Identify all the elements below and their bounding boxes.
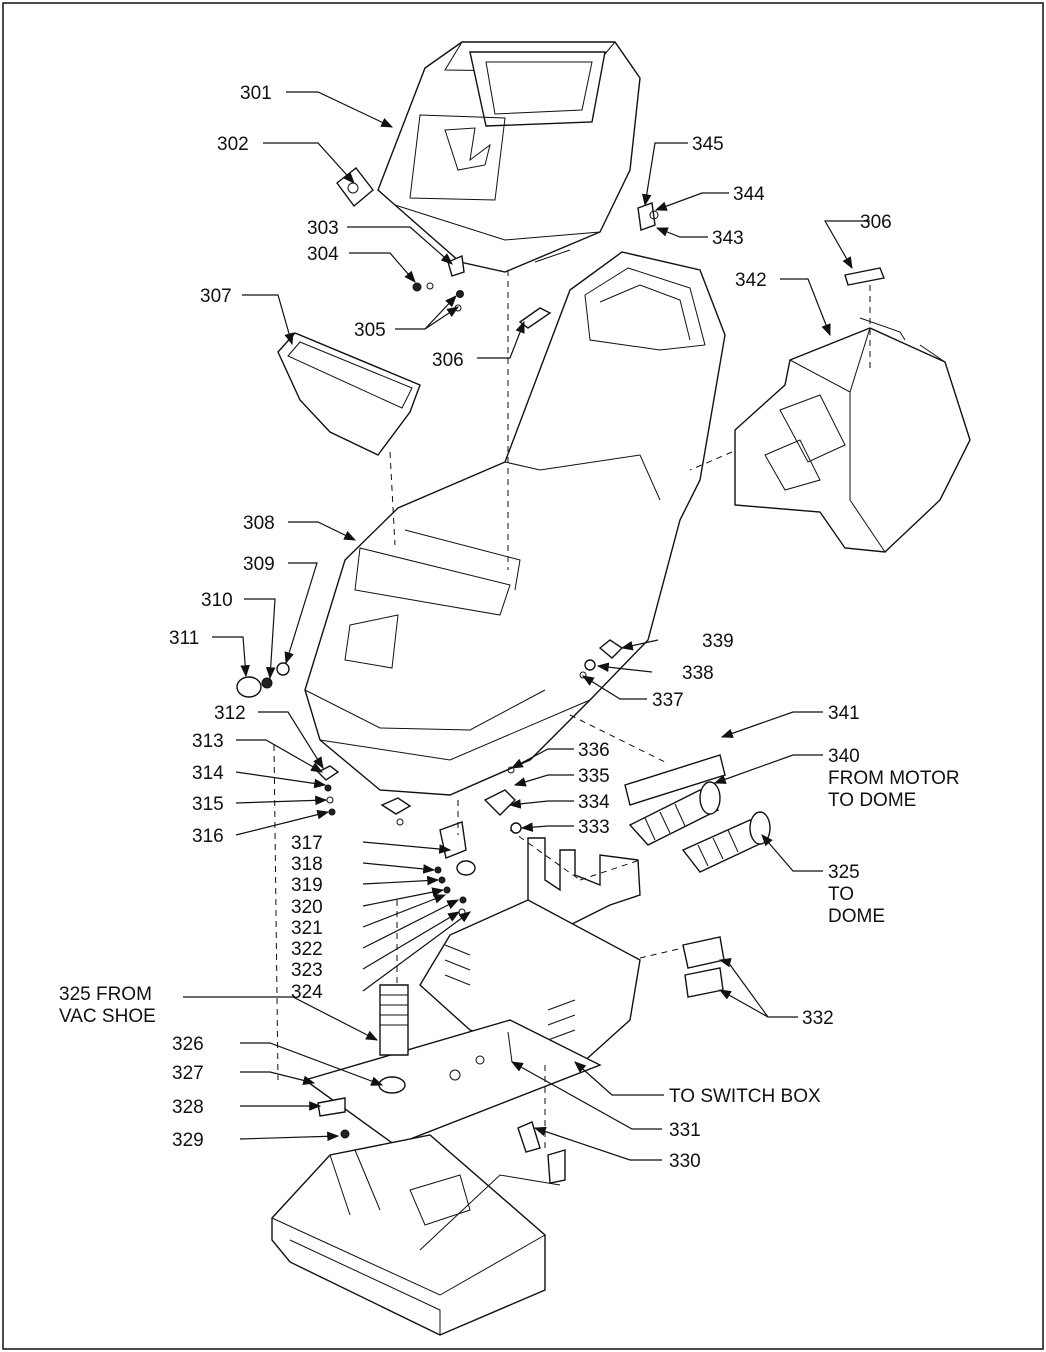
part-312-316-hardware: [316, 765, 412, 826]
label-343: 343: [712, 228, 744, 249]
part-chassis-frame: [303, 837, 641, 1146]
label-320: 320: [291, 897, 323, 918]
label-332: 332: [802, 1008, 834, 1029]
label-325-from: 325 FROM: [59, 984, 152, 1005]
part-306-pad-b: [844, 267, 885, 286]
label-306-b: 306: [860, 212, 892, 233]
label-334: 334: [578, 792, 610, 813]
label-325-dome: DOME: [828, 906, 885, 927]
label-335: 335: [578, 766, 610, 787]
label-312: 312: [214, 703, 246, 724]
label-314: 314: [192, 763, 224, 784]
label-328: 328: [172, 1097, 204, 1118]
label-317: 317: [291, 833, 323, 854]
label-333: 333: [578, 817, 610, 838]
label-340: 340: [828, 746, 860, 767]
part-326-clamp: [378, 984, 409, 1094]
label-316: 316: [192, 826, 224, 847]
assembly-center-lines: [273, 270, 871, 1150]
label-340-to-dome: TO DOME: [828, 790, 916, 811]
label-324: 324: [291, 982, 323, 1003]
label-318: 318: [291, 854, 323, 875]
label-319: 319: [291, 875, 323, 896]
label-306-a: 306: [432, 350, 464, 371]
label-341: 341: [828, 703, 860, 724]
label-330: 330: [669, 1151, 701, 1172]
part-303-305-hardware: [412, 254, 465, 312]
label-301: 301: [240, 83, 272, 104]
part-306-pad-a: [518, 307, 552, 329]
label-302: 302: [217, 134, 249, 155]
part-327-330-hardware: [317, 1097, 566, 1184]
label-303: 303: [307, 218, 339, 239]
label-309: 309: [243, 554, 275, 575]
label-331: 331: [669, 1120, 701, 1141]
part-307-tray: [277, 332, 421, 456]
label-310: 310: [201, 590, 233, 611]
part-340-hose: [628, 781, 721, 846]
label-339: 339: [702, 631, 734, 652]
label-304: 304: [307, 244, 339, 265]
label-305: 305: [354, 320, 386, 341]
label-322: 322: [291, 939, 323, 960]
label-323: 323: [291, 960, 323, 981]
label-327: 327: [172, 1063, 204, 1084]
leader-lines: [183, 91, 870, 1161]
label-307: 307: [200, 286, 232, 307]
callout-labels: 301 302 303 304 307 305 306 308 309 310 …: [59, 83, 960, 1172]
label-315: 315: [192, 794, 224, 815]
part-342-rear-housing: [734, 317, 971, 553]
part-331-rod: [507, 1031, 513, 1063]
label-340-from-motor: FROM MOTOR: [828, 768, 960, 789]
part-309-311-knob: [236, 662, 290, 698]
label-313: 313: [192, 731, 224, 752]
part-vac-shoe: [271, 1134, 561, 1336]
label-337: 337: [652, 690, 684, 711]
label-325-to: TO: [828, 884, 854, 905]
label-to-switch-box: TO SWITCH BOX: [669, 1086, 821, 1107]
label-338: 338: [682, 663, 714, 684]
label-342: 342: [735, 270, 767, 291]
label-325-vac-shoe: VAC SHOE: [59, 1006, 156, 1027]
label-326: 326: [172, 1034, 204, 1055]
part-332-decal-a: [682, 936, 725, 969]
label-329: 329: [172, 1130, 204, 1151]
label-308: 308: [243, 513, 275, 534]
label-345: 345: [692, 134, 724, 155]
part-301-top-housing: [377, 41, 641, 273]
label-336: 336: [578, 740, 610, 761]
label-321: 321: [291, 918, 323, 939]
part-343-345-bracket: [637, 202, 659, 231]
part-308-main-body: [304, 251, 726, 796]
part-302-decal: [336, 167, 374, 208]
part-332-decal-b: [684, 967, 724, 998]
label-344: 344: [733, 184, 765, 205]
label-325-b: 325: [828, 862, 860, 883]
label-311: 311: [169, 628, 199, 649]
